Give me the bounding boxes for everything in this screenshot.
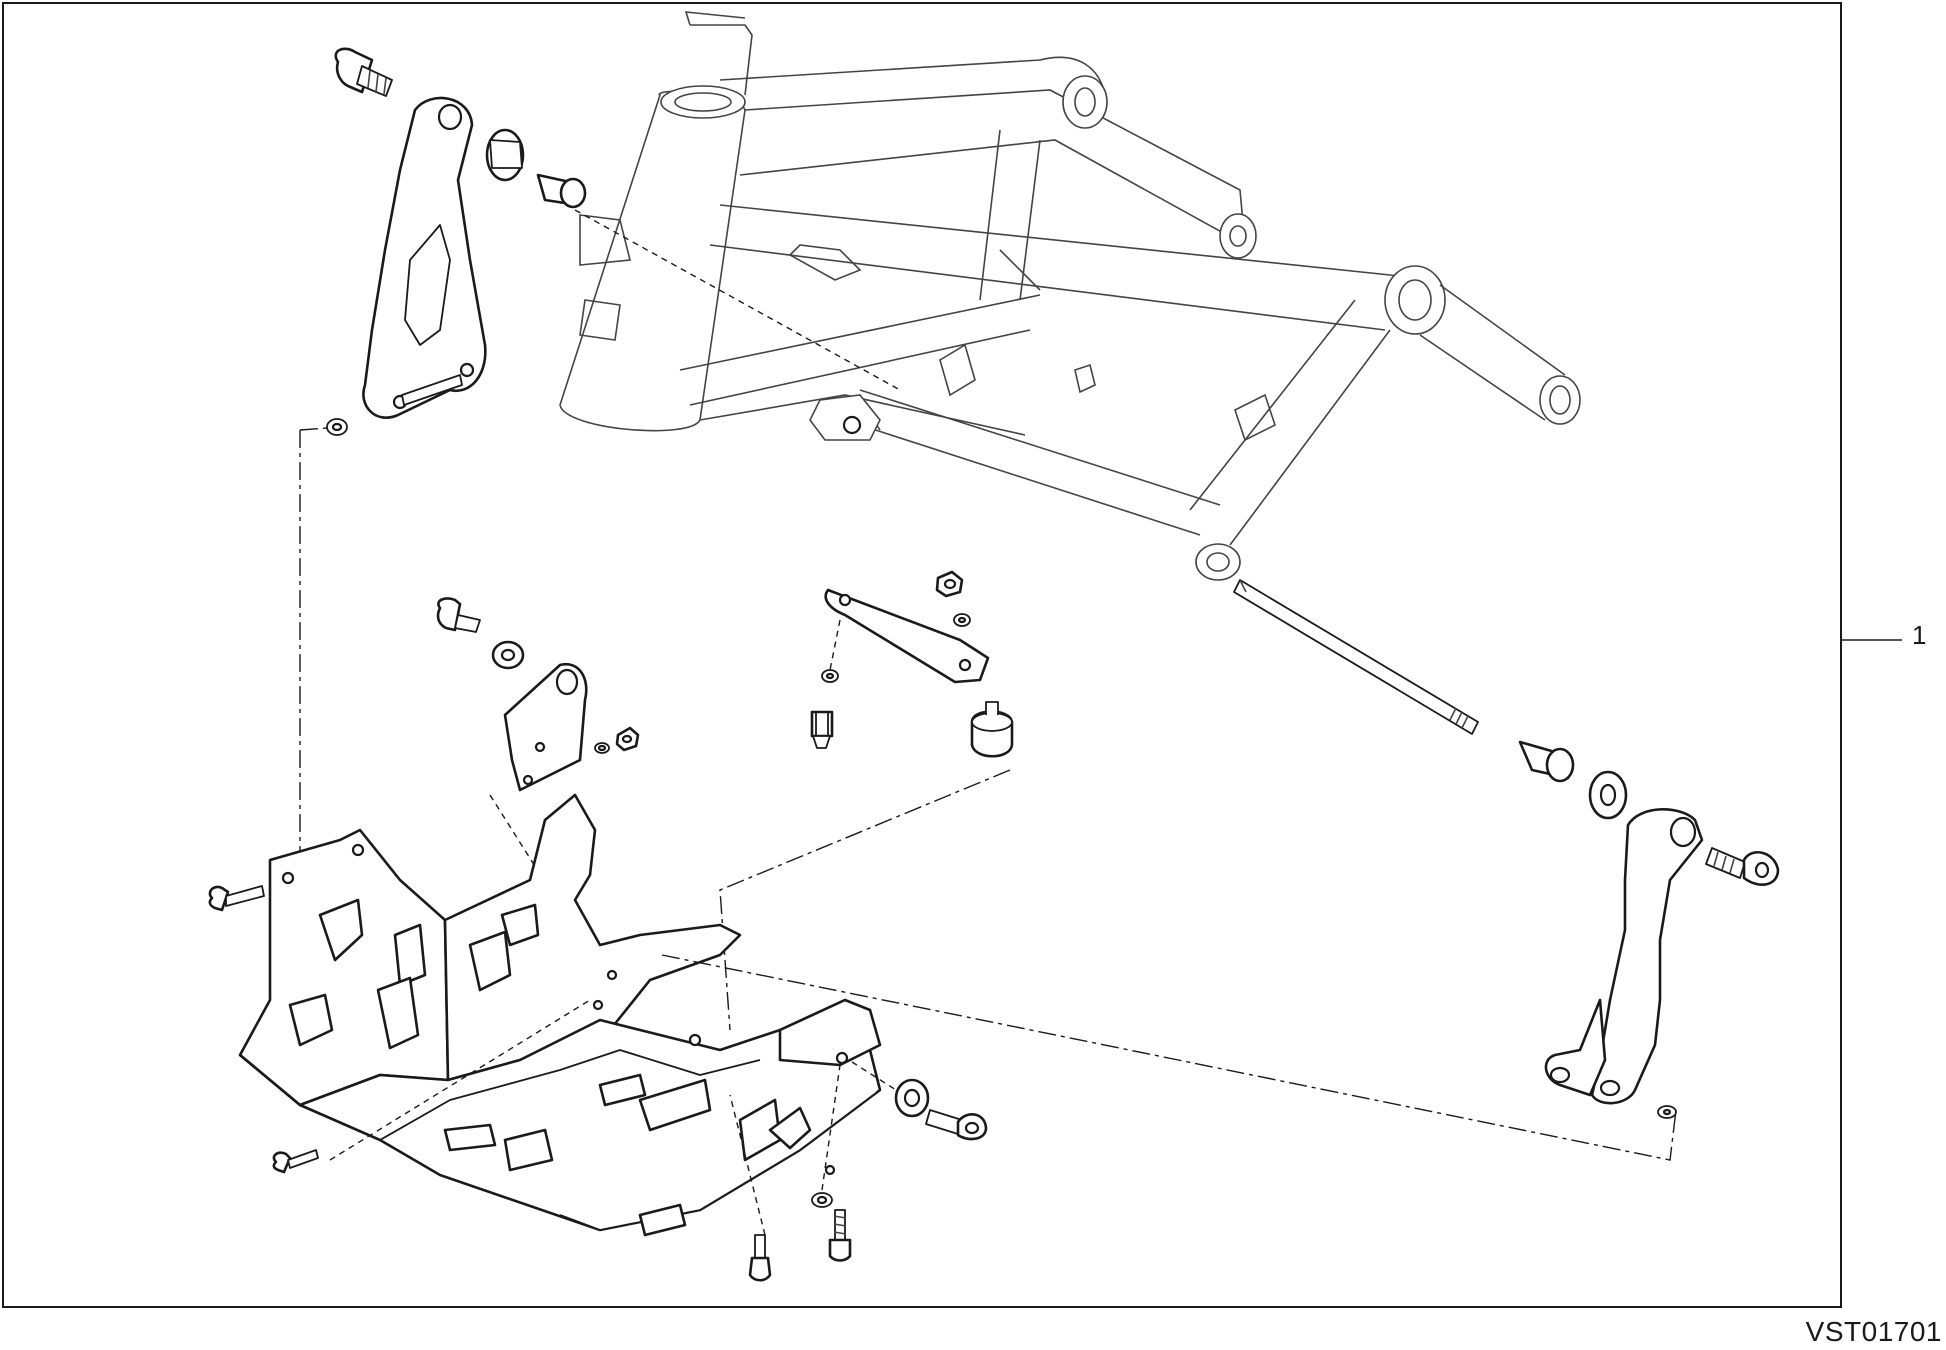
skid-plate-screw-bottom-center <box>748 1234 772 1282</box>
center-bolt <box>810 710 834 749</box>
skid-plate-washer-bottom <box>811 1192 833 1208</box>
rubber-bushing-top <box>485 128 525 182</box>
skid-plate-bolt-right <box>925 1109 988 1141</box>
skid-plate-screw-bottom-left <box>272 1149 319 1174</box>
diagram-frame <box>2 2 1842 1308</box>
left-engine-mount-bracket <box>362 96 487 419</box>
rubber-mount-block <box>970 701 1014 758</box>
center-mount-bracket <box>824 588 990 684</box>
skid-plate-bushing-right <box>894 1078 930 1118</box>
center-washer-lower <box>821 669 839 683</box>
rubber-bushing-right <box>1588 770 1628 820</box>
bracket-shoulder-bolt-right <box>1705 847 1780 886</box>
skid-plate-side-bracket <box>503 662 588 792</box>
side-bracket-nut <box>615 726 640 752</box>
skid-plate-screw-bottom-right <box>828 1209 852 1262</box>
engine-skid-plate <box>238 793 882 1237</box>
washer-right-bottom <box>1657 1105 1677 1119</box>
callout-label-1: 1 <box>1912 620 1927 650</box>
side-bracket-washer <box>594 742 610 754</box>
center-nut <box>935 570 964 598</box>
motorcycle-frame <box>559 11 1581 581</box>
washer-top-left <box>326 418 348 436</box>
skid-plate-screw-left <box>208 885 265 912</box>
through-rod <box>1233 579 1479 735</box>
bracket-shoulder-bolt-top <box>334 47 393 97</box>
right-engine-mount-bracket <box>1544 808 1704 1105</box>
side-bracket-bolt <box>436 597 481 633</box>
side-bracket-bushing <box>491 640 525 670</box>
drawing-code: VST01701 <box>1805 1316 1942 1347</box>
spacer-sleeve-right <box>1518 740 1575 783</box>
center-washer-upper <box>953 613 971 627</box>
spacer-sleeve-top <box>536 173 587 209</box>
